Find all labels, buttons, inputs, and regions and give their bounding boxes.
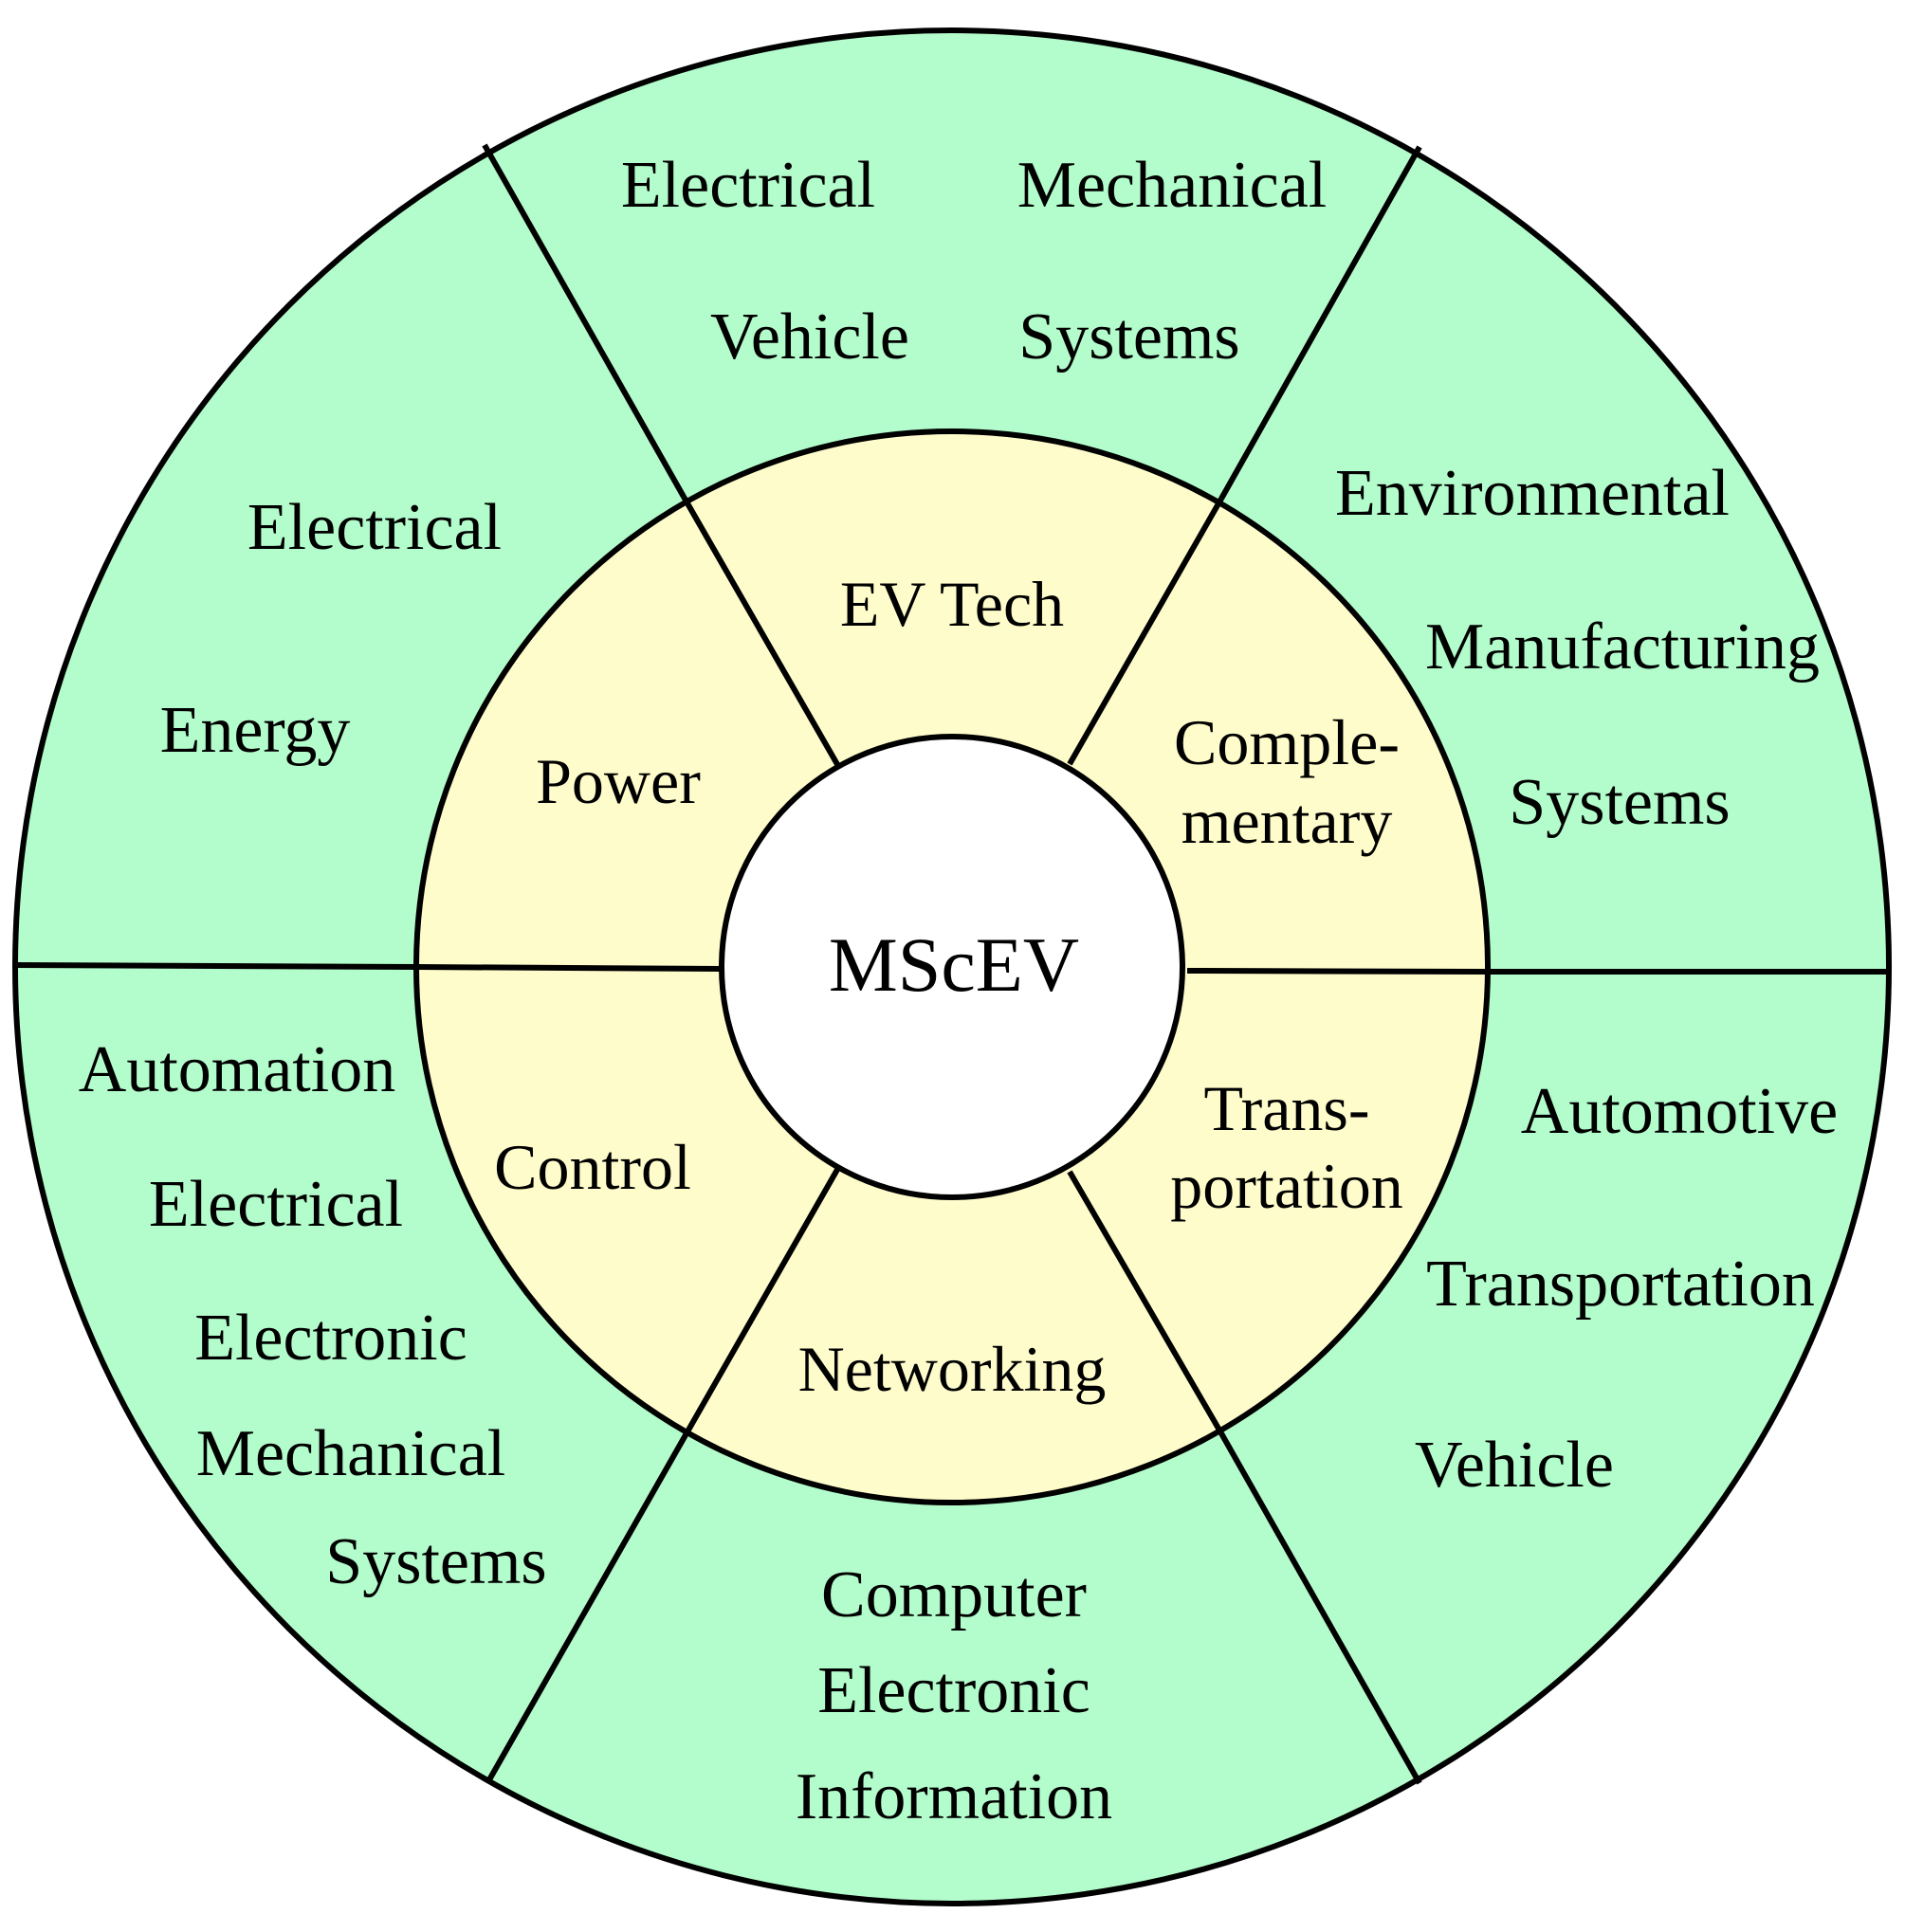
outer-label-top-vehicle: Vehicle <box>710 301 909 374</box>
outer-label-bottom-information: Information <box>796 1760 1112 1833</box>
outer-divider-upper-right <box>1218 145 1422 501</box>
inner-label-ev-tech: EV Tech <box>840 568 1064 640</box>
inner-label-power: Power <box>536 745 701 817</box>
inner-label-complementary-1: Comple- <box>1174 706 1400 778</box>
outer-label-ll-automation: Automation <box>79 1033 395 1106</box>
outer-label-ur-environmental: Environmental <box>1335 457 1730 530</box>
outer-label-bottom-electronic: Electronic <box>817 1654 1090 1727</box>
outer-label-ul-energy: Energy <box>160 694 351 767</box>
outer-label-lr-automotive: Automotive <box>1521 1075 1838 1148</box>
outer-label-lr-vehicle: Vehicle <box>1415 1429 1614 1502</box>
outer-label-ll-systems: Systems <box>325 1525 546 1598</box>
inner-label-networking: Networking <box>798 1333 1107 1405</box>
inner-divider-lower-right <box>1067 1170 1224 1435</box>
inner-divider-upper-right <box>1067 497 1224 766</box>
inner-divider-upper-left <box>681 495 841 768</box>
outer-divider-upper-left <box>482 143 687 499</box>
inner-label-complementary-2: mentary <box>1181 785 1393 857</box>
outer-label-ll-mechanical: Mechanical <box>196 1417 505 1490</box>
outer-divider-lower-right <box>1218 1431 1422 1785</box>
inner-label-control: Control <box>494 1131 691 1203</box>
inner-divider-left <box>414 964 724 972</box>
outer-label-top-systems: Systems <box>1018 301 1239 374</box>
outer-label-lr-transportation: Transportation <box>1426 1248 1815 1321</box>
outer-label-bottom-computer: Computer <box>821 1558 1087 1631</box>
inner-label-transportation-1: Trans- <box>1203 1072 1369 1144</box>
outer-label-top-electrical: Electrical <box>621 149 875 222</box>
outer-divider-left <box>14 962 416 970</box>
center-label: MScEV <box>829 921 1079 1008</box>
outer-label-ll-electronic: Electronic <box>194 1302 467 1375</box>
outer-label-ur-systems: Systems <box>1509 766 1730 839</box>
inner-label-transportation-2: portation <box>1170 1150 1403 1222</box>
outer-label-top-mechanical: Mechanical <box>1017 149 1327 222</box>
outer-divider-lower-left <box>485 1431 689 1785</box>
outer-label-ur-manufacturing: Manufacturing <box>1425 611 1820 683</box>
inner-divider-right <box>1186 968 1487 975</box>
outer-label-ul-electrical: Electrical <box>247 491 502 564</box>
inner-divider-lower-left <box>684 1166 841 1435</box>
outer-label-ll-electrical: Electrical <box>149 1168 403 1241</box>
